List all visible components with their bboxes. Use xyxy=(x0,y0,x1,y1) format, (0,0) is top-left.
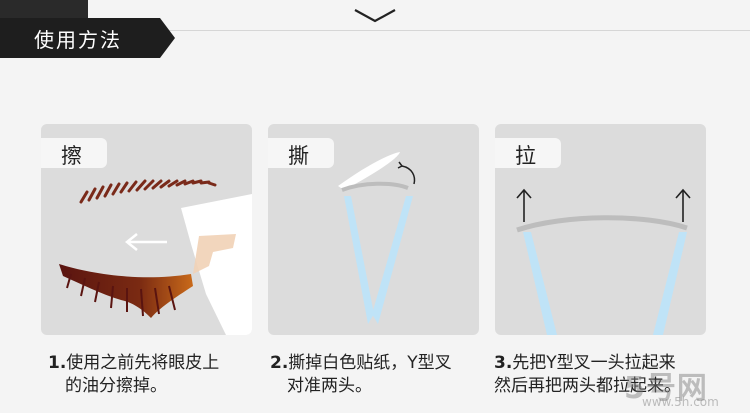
step-card-pull: 拉 xyxy=(495,124,706,335)
step-3-line2: 然后再把两头都拉起来。 xyxy=(494,376,681,396)
step-3-line1: 先把Y型叉一头拉起来 xyxy=(512,353,676,373)
watermark-title: 5号网 xyxy=(624,371,708,406)
step-2-line1: 撕掉白色贴纸，Y型叉 xyxy=(288,353,452,373)
watermark-logo: 5号网 www.5h.com xyxy=(594,361,744,411)
section-banner: 使用方法 xyxy=(0,18,175,58)
step-1-line2: 的油分擦掉。 xyxy=(65,376,167,396)
step-caption-3: 3.先把Y型叉一头拉起来 然后再把两头都拉起来。 xyxy=(494,352,681,398)
section-title: 使用方法 xyxy=(34,28,122,52)
tag-wipe: 擦 xyxy=(41,138,107,168)
step-card-wipe: 擦 xyxy=(41,124,252,335)
tape-pull-illustration xyxy=(516,188,691,335)
tape-peel-illustration xyxy=(338,152,416,324)
step-card-peel: 撕 xyxy=(268,124,479,335)
tag-peel: 撕 xyxy=(268,138,334,168)
step-1-line1: 使用之前先将眼皮上 xyxy=(66,353,220,373)
tag-pull-label: 拉 xyxy=(515,144,536,168)
chevron-down-icon[interactable] xyxy=(353,8,397,24)
step-caption-1: 1.使用之前先将眼皮上 的油分擦掉。 xyxy=(48,352,219,398)
step-3-number: 3. xyxy=(494,353,513,373)
step-2-line2: 对准两头。 xyxy=(287,376,372,396)
watermark-url: www.5h.com xyxy=(642,395,719,409)
eye-illustration xyxy=(59,179,252,335)
step-2-number: 2. xyxy=(270,353,289,373)
tag-peel-label: 撕 xyxy=(288,144,309,168)
step-caption-2: 2.撕掉白色贴纸，Y型叉 对准两头。 xyxy=(270,352,452,398)
tag-pull: 拉 xyxy=(495,138,561,168)
tag-wipe-label: 擦 xyxy=(61,144,82,168)
top-bar-dark-strip xyxy=(0,0,88,18)
step-1-number: 1. xyxy=(48,353,67,373)
